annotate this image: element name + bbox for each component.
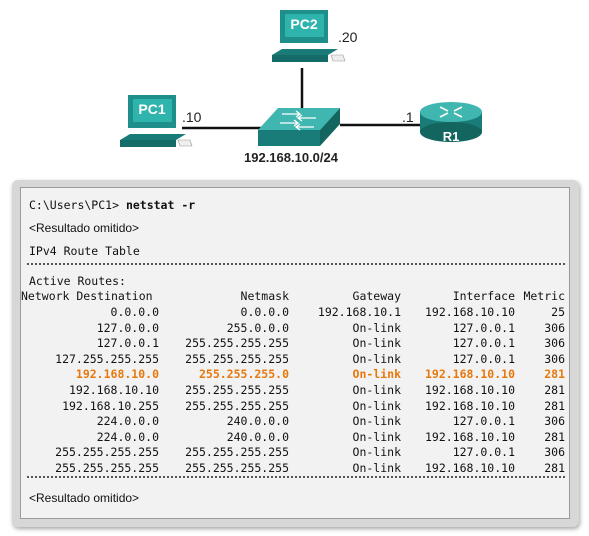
pc2-label: PC2: [290, 16, 318, 32]
route-row: 224.0.0.0 240.0.0.0 On-link 192.168.10.10 28…: [21, 430, 569, 445]
route-metric: 281: [544, 383, 565, 397]
header-destination: Network Destination: [21, 289, 153, 303]
console-panel: C:\Users\PC1> netstat -r <Resultado omit…: [12, 180, 579, 527]
route-row: 192.168.10.10 255.255.255.255 On-link 192.1…: [21, 383, 569, 398]
route-netmask: 255.0.0.0: [226, 320, 289, 335]
route-netmask: 255.255.255.255: [185, 336, 289, 351]
route-metric: 306: [544, 351, 565, 366]
separator-top: [27, 263, 565, 265]
route-gateway: On-link: [352, 367, 401, 382]
header-metric: Metric: [523, 289, 565, 303]
route-netmask: 240.0.0.0: [226, 414, 289, 429]
route-interface: 127.0.0.1: [452, 351, 515, 366]
route-gateway: On-link: [352, 461, 401, 475]
pc2-icon[interactable]: [272, 10, 346, 62]
route-row: 127.0.0.0 255.0.0.0 On-link 127.0.0.1 306: [21, 321, 569, 336]
prompt: C:\Users\PC1>: [29, 198, 126, 212]
route-gateway: On-link: [352, 383, 401, 397]
route-table-header: Network Destination Netmask Gateway Inte…: [21, 289, 569, 304]
route-gateway: On-link: [352, 351, 401, 366]
omitted-note-top: <Resultado omitido>: [29, 221, 140, 235]
route-interface: 127.0.0.1: [452, 320, 515, 335]
router-label: R1: [442, 129, 460, 144]
route-interface: 192.168.10.10: [424, 367, 515, 382]
route-destination: 255.255.255.255: [55, 445, 159, 460]
route-netmask: 255.255.255.255: [185, 445, 289, 460]
pc2-address: .20: [338, 29, 358, 45]
route-metric: 281: [544, 429, 565, 444]
route-netmask: 240.0.0.0: [226, 429, 289, 444]
network-topology-diagram: PC1 .10 PC2 .20 R1 .1 192.168.10.0/24: [0, 0, 589, 176]
route-destination: 127.255.255.255: [55, 351, 159, 366]
route-interface: 127.0.0.1: [452, 336, 515, 351]
route-netmask: 255.255.255.255: [185, 383, 289, 397]
route-gateway: On-link: [352, 398, 401, 413]
route-netmask: 255.255.255.255: [185, 351, 289, 366]
route-destination: 224.0.0.0: [96, 414, 159, 429]
route-interface: 192.168.10.10: [424, 429, 515, 444]
route-netmask: 255.255.255.255: [185, 461, 289, 475]
route-interface: 192.168.10.10: [424, 305, 515, 319]
separator-bottom: [27, 476, 565, 478]
network-address-label: 192.168.10.0/24: [244, 150, 338, 165]
route-gateway: On-link: [352, 336, 401, 351]
pc1-icon[interactable]: [120, 95, 193, 147]
route-netmask: 255.255.255.255: [185, 398, 289, 413]
header-netmask: Netmask: [240, 289, 289, 303]
route-row: 224.0.0.0 240.0.0.0 On-link 127.0.0.1 306: [21, 414, 569, 429]
router-address: .1: [402, 109, 414, 125]
route-gateway: 192.168.10.1: [317, 305, 401, 319]
route-row: 255.255.255.255 255.255.255.255 On-link 192…: [21, 461, 569, 476]
route-row: 255.255.255.255 255.255.255.255 On-link 127…: [21, 445, 569, 460]
omitted-note-bottom: <Resultado omitido>: [29, 491, 140, 505]
route-interface: 127.0.0.1: [452, 445, 515, 460]
route-row-highlighted: 192.168.10.0 255.255.255.0 On-link 192.168.…: [21, 367, 569, 382]
route-metric: 281: [544, 367, 565, 382]
switch-icon[interactable]: [258, 108, 340, 146]
route-metric: 281: [544, 398, 565, 413]
route-interface: 192.168.10.10: [424, 461, 515, 475]
pc1-address: .10: [182, 109, 202, 125]
command-line: C:\Users\PC1> netstat -r: [29, 198, 195, 212]
route-interface: 127.0.0.1: [452, 414, 515, 429]
route-gateway: On-link: [352, 445, 401, 460]
route-metric: 306: [544, 445, 565, 460]
route-destination: 192.168.10.10: [68, 383, 159, 397]
header-gateway: Gateway: [352, 289, 401, 303]
route-metric: 306: [544, 320, 565, 335]
route-metric: 306: [544, 414, 565, 429]
route-netmask: 255.255.255.0: [198, 367, 289, 382]
route-row: 127.255.255.255 255.255.255.255 On-link 127…: [21, 352, 569, 367]
console-window: C:\Users\PC1> netstat -r <Resultado omit…: [20, 187, 570, 519]
table-title: IPv4 Route Table: [29, 244, 140, 258]
route-destination: 127.0.0.1: [96, 336, 159, 351]
route-row: 0.0.0.0 0.0.0.0 192.168.10.1 192.168.10.10 2…: [21, 305, 569, 320]
route-row: 192.168.10.255 255.255.255.255 On-link 192.…: [21, 399, 569, 414]
route-destination: 255.255.255.255: [55, 461, 159, 475]
command: netstat -r: [125, 198, 196, 212]
route-interface: 192.168.10.10: [424, 383, 515, 397]
route-destination: 0.0.0.0: [110, 305, 159, 319]
route-gateway: On-link: [352, 320, 401, 335]
route-destination: 192.168.10.0: [75, 367, 159, 382]
route-netmask: 0.0.0.0: [240, 305, 289, 319]
pc1-label: PC1: [138, 101, 166, 117]
route-interface: 192.168.10.10: [424, 398, 515, 413]
route-destination: 224.0.0.0: [96, 429, 159, 444]
topology-links: [120, 10, 482, 147]
route-destination: 127.0.0.0: [96, 320, 159, 335]
route-destination: 192.168.10.255: [62, 398, 159, 413]
route-gateway: On-link: [352, 429, 401, 444]
route-metric: 306: [544, 336, 565, 351]
route-row: 127.0.0.1 255.255.255.255 On-link 127.0.0.1…: [21, 336, 569, 351]
route-metric: 25: [551, 305, 565, 319]
route-metric: 281: [544, 461, 565, 475]
header-interface: Interface: [452, 289, 515, 303]
router-icon[interactable]: [420, 102, 482, 142]
route-gateway: On-link: [352, 414, 401, 429]
active-routes-label: Active Routes:: [29, 274, 126, 288]
